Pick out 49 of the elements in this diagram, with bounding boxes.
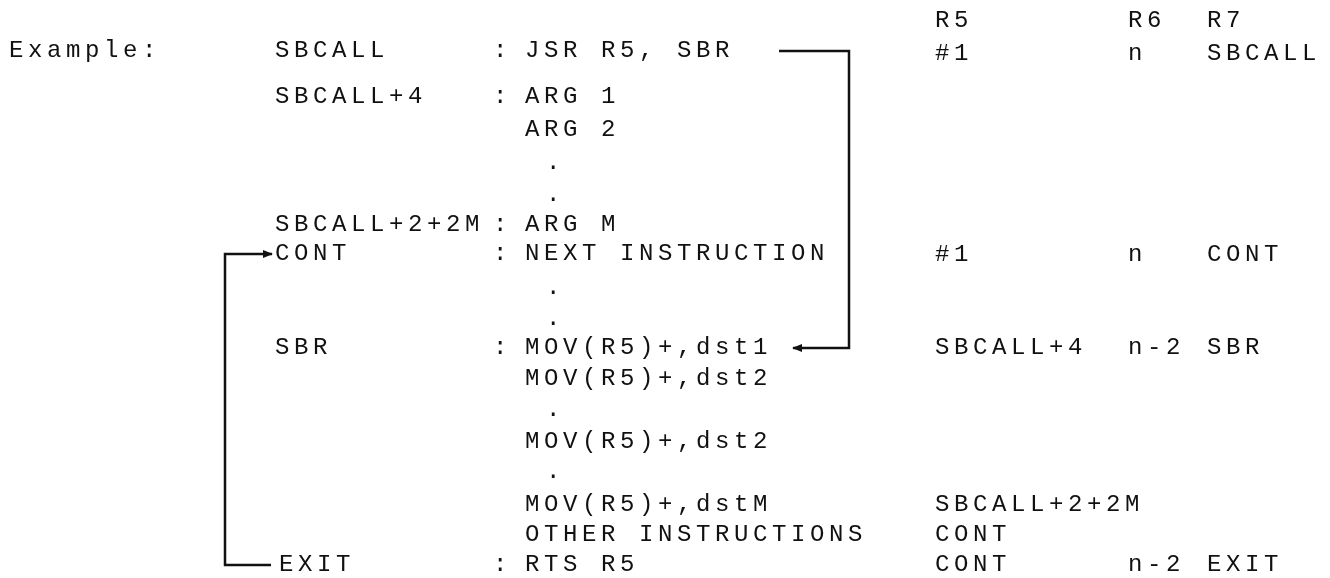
ellipsis-dot: . (546, 398, 565, 422)
register-value: CONT (1207, 243, 1283, 267)
register-header: R5 (935, 9, 973, 33)
ellipsis-dot: . (546, 276, 565, 300)
address-label: SBCALL (275, 39, 389, 63)
instruction-text: ARG 1 (525, 85, 620, 109)
register-value: #1 (935, 42, 973, 66)
register-header: R6 (1128, 9, 1166, 33)
register-value: n-2 (1128, 336, 1185, 360)
ellipsis-dot: . (546, 151, 565, 175)
address-label: SBCALL+4 (275, 85, 428, 109)
address-label: SBCALL+2+2M (275, 213, 485, 237)
address-label: EXIT (279, 553, 355, 577)
register-value: n (1128, 243, 1147, 267)
instruction-text: RTS R5 (525, 553, 639, 577)
instruction-text: ARG 2 (525, 118, 620, 142)
colon-separator: : (493, 553, 512, 577)
register-value: SBCALL+2+2M (935, 493, 1145, 517)
colon-separator: : (493, 39, 512, 63)
instruction-text: OTHER INSTRUCTIONS (525, 523, 868, 547)
instruction-text: MOV(R5)+,dst2 (525, 367, 773, 391)
ellipsis-dot: . (546, 183, 565, 207)
register-value: n (1128, 42, 1147, 66)
register-value: SBR (1207, 336, 1264, 360)
ellipsis-dot: . (546, 307, 565, 331)
instruction-text: MOV(R5)+,dstM (525, 493, 773, 517)
colon-separator: : (493, 213, 512, 237)
instruction-text: NEXT INSTRUCTION (525, 242, 830, 266)
colon-separator: : (493, 336, 512, 360)
instruction-text: JSR R5, SBR (525, 39, 735, 63)
colon-separator: : (493, 85, 512, 109)
register-value: n-2 (1128, 553, 1185, 577)
register-value: EXIT (1207, 553, 1283, 577)
instruction-text: MOV(R5)+,dst2 (525, 430, 773, 454)
register-header: R7 (1207, 9, 1245, 33)
address-label: CONT (275, 242, 351, 266)
ellipsis-dot: . (546, 460, 565, 484)
colon-separator: : (493, 242, 512, 266)
example-label: Example: (9, 39, 162, 63)
register-value: SBCALL (1207, 42, 1321, 66)
instruction-text: MOV(R5)+,dst1 (525, 336, 773, 360)
address-label: SBR (275, 336, 332, 360)
register-value: SBCALL+4 (935, 336, 1088, 360)
register-value: CONT (935, 523, 1011, 547)
arrow (223, 250, 273, 567)
arrow (779, 49, 851, 352)
register-value: CONT (935, 553, 1011, 577)
register-value: #1 (935, 243, 973, 267)
instruction-text: ARG M (525, 213, 620, 237)
